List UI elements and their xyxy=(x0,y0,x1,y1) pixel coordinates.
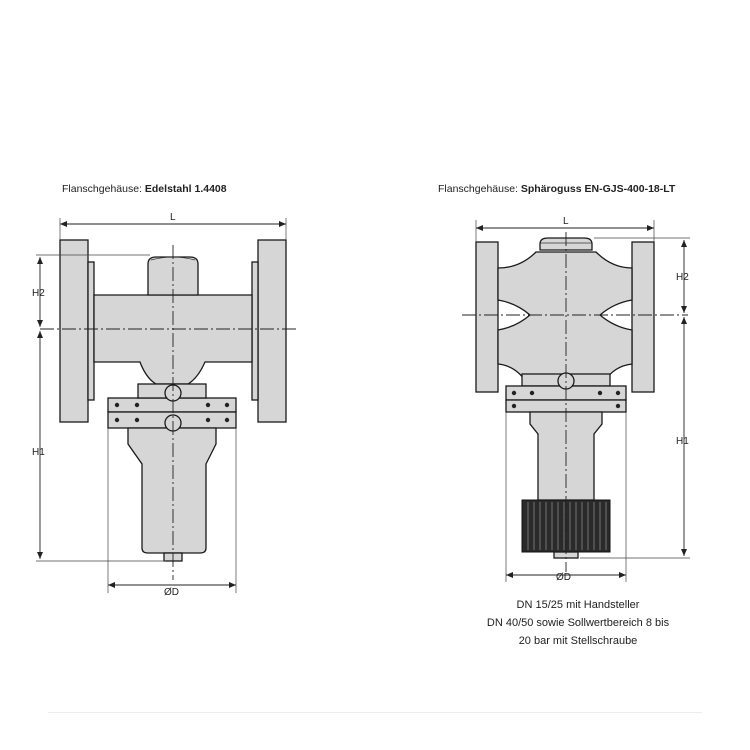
right-caption-line-2: DN 40/50 sowie Sollwertbereich 8 bis xyxy=(487,617,670,629)
right-valve-body xyxy=(497,251,633,383)
left-dim-h2-label: H2 xyxy=(32,288,45,299)
right-caption-line-1: DN 15/25 mit Handsteller xyxy=(517,599,640,611)
left-spring-housing xyxy=(127,427,217,554)
right-dim-d-label: ØD xyxy=(556,572,571,583)
right-dim-h1-label: H1 xyxy=(676,436,689,447)
left-view-title: Flanschgehäuse: Edelstahl 1.4408 xyxy=(62,183,227,195)
right-dim-h2-label: H2 xyxy=(676,272,689,283)
right-dim-l-label: L xyxy=(563,216,569,227)
right-view-title: Flanschgehäuse: Sphäroguss EN-GJS-400-18… xyxy=(438,183,676,195)
right-valve-view: Flanschgehäuse: Sphäroguss EN-GJS-400-18… xyxy=(438,183,690,647)
left-dim-h1-label: H1 xyxy=(32,447,45,458)
right-knob-ribs xyxy=(527,502,607,550)
left-valve-view: Flanschgehäuse: Edelstahl 1.4408 xyxy=(32,183,298,598)
bottom-divider xyxy=(48,712,702,713)
left-dim-l-label: L xyxy=(170,212,176,223)
left-outlet-flange xyxy=(251,239,287,423)
right-inlet-flange xyxy=(475,241,499,393)
left-dim-d-label: ØD xyxy=(164,587,179,598)
right-caption-line-3: 20 bar mit Stellschraube xyxy=(519,635,638,647)
right-outlet-flange xyxy=(631,241,655,393)
left-inlet-flange xyxy=(59,239,95,423)
